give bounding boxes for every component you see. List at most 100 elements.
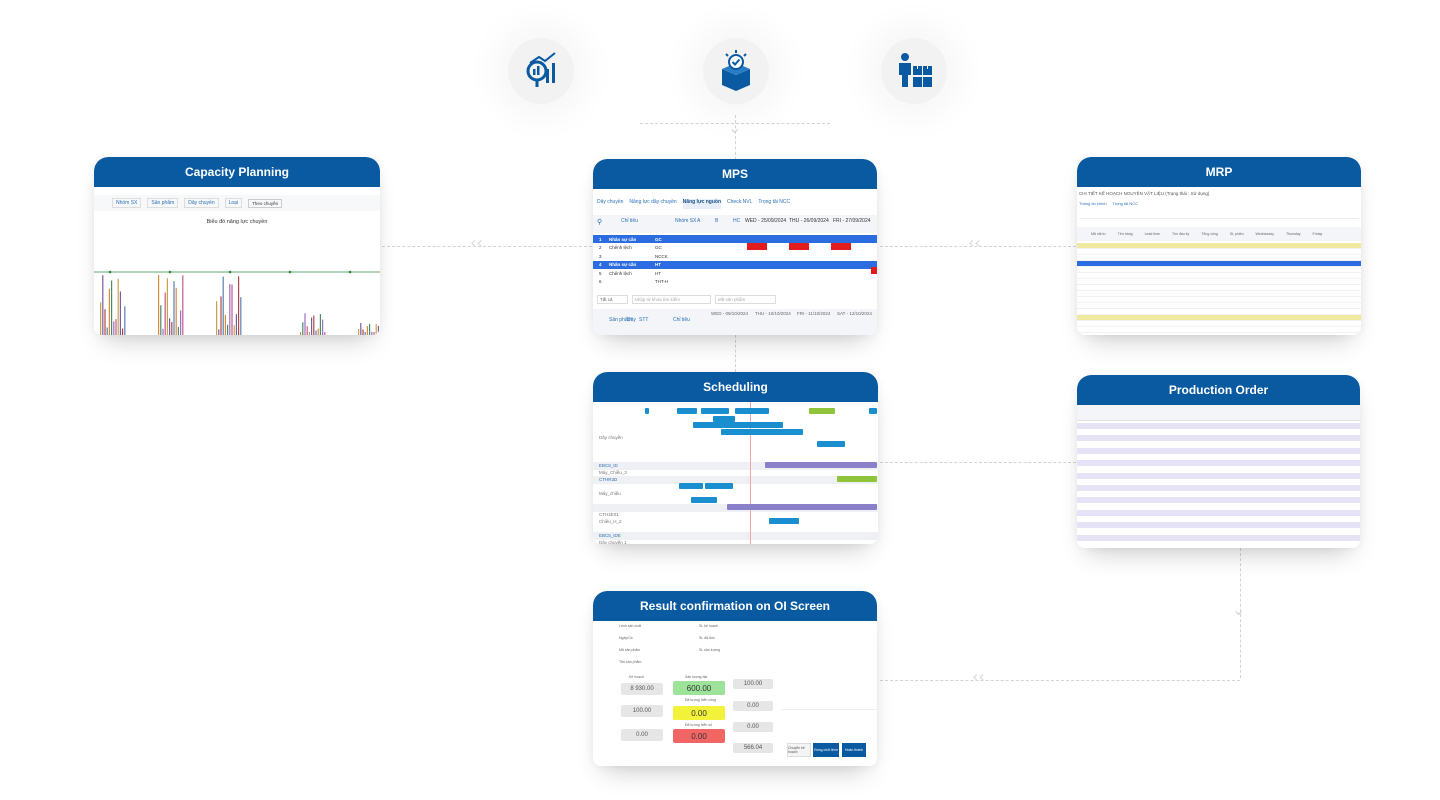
chart-bar: [108, 288, 110, 335]
gantt-bar[interactable]: [721, 429, 803, 435]
table-row[interactable]: [1077, 429, 1360, 435]
chart-bar: [124, 306, 126, 335]
table-row[interactable]: [1077, 285, 1361, 291]
chart-bar: [173, 281, 175, 335]
gantt-bar[interactable]: [769, 518, 799, 524]
type-select[interactable]: Theo chuyền: [248, 198, 283, 208]
chart-bar: [162, 328, 164, 335]
gantt-bar[interactable]: [645, 408, 649, 414]
tab[interactable]: Năng lực dây chuyền: [629, 199, 677, 205]
chart-bar: [311, 317, 313, 335]
gantt-bar[interactable]: [735, 408, 769, 414]
tab[interactable]: Trọng tải NCC: [758, 199, 791, 205]
table-row[interactable]: [1077, 516, 1360, 522]
gantt-bar[interactable]: [765, 462, 877, 468]
table-row[interactable]: [1077, 435, 1360, 442]
tab-active[interactable]: Năng lực nguồn: [682, 199, 722, 209]
table-row[interactable]: [1077, 291, 1361, 297]
table-row[interactable]: [1077, 522, 1360, 529]
table-row[interactable]: [1077, 454, 1360, 460]
table-row[interactable]: [1077, 279, 1361, 285]
table-row[interactable]: [1077, 327, 1361, 333]
table-row[interactable]: [1077, 261, 1361, 267]
tab[interactable]: Dây chuyền: [597, 199, 624, 205]
gantt-bar[interactable]: [679, 483, 703, 489]
chevron-left-icon: ‹‹: [968, 233, 981, 252]
mrp-card[interactable]: MRP CHI TIẾT KẾ HOẠCH NGUYÊN VẬT LIỆU (T…: [1077, 157, 1361, 335]
table-row[interactable]: [1077, 267, 1361, 273]
table-row[interactable]: [1077, 255, 1361, 261]
gantt-bar[interactable]: [677, 408, 697, 414]
table-row[interactable]: [1077, 472, 1360, 479]
table-row[interactable]: [1077, 273, 1361, 279]
table-row[interactable]: [1077, 297, 1361, 303]
gantt-row: CTH4E01: [599, 512, 619, 517]
filter-label[interactable]: Nhóm SX: [112, 198, 142, 208]
gantt-bar[interactable]: [869, 408, 877, 414]
transfer-plan-button[interactable]: Chuyển kế hoạch: [787, 743, 811, 757]
gantt-bar[interactable]: [727, 504, 877, 510]
search-icon[interactable]: ⚲: [597, 219, 603, 226]
chart-bar: [302, 322, 304, 335]
gantt-bar[interactable]: [693, 422, 783, 428]
table-row[interactable]: [1077, 309, 1361, 315]
table-row[interactable]: [1077, 479, 1360, 485]
mps-card[interactable]: MPS Dây chuyền Năng lực dây chuyền Năng …: [593, 159, 877, 335]
chevron-down-icon: ⌄: [1232, 600, 1246, 619]
table-row[interactable]: [1077, 485, 1360, 491]
gantt-bar[interactable]: [691, 497, 717, 503]
capacity-planning-card[interactable]: Capacity Planning Nhóm SX Sản phẩm Dây c…: [94, 157, 380, 335]
filter-label[interactable]: Loại: [224, 198, 243, 208]
gantt-row: EBC5_IDE: [593, 532, 878, 540]
table-row[interactable]: [1077, 315, 1361, 321]
gantt-bar[interactable]: [701, 408, 729, 414]
gantt-row: Chiều_H_2: [599, 519, 622, 524]
search-input[interactable]: Nhập từ khóa tìm kiếm: [631, 294, 712, 304]
table-row[interactable]: [1077, 534, 1360, 541]
product-input[interactable]: Mã sản phẩm: [715, 294, 777, 304]
table-row[interactable]: [1077, 497, 1360, 504]
table-row[interactable]: [1077, 423, 1360, 429]
mrp-subtitle: CHI TIẾT KẾ HOẠCH NGUYÊN VẬT LIỆU (Trạng…: [1079, 191, 1210, 196]
table-row[interactable]: [1077, 491, 1360, 497]
result-confirmation-card[interactable]: Result confirmation on OI Screen Lệnh sả…: [593, 591, 877, 766]
chart-bar: [373, 332, 375, 335]
table-row[interactable]: [1077, 243, 1361, 249]
filter-label[interactable]: Dây chuyền: [184, 198, 219, 208]
gantt-bar[interactable]: [809, 408, 835, 414]
filter-select[interactable]: Tất cả: [597, 294, 628, 304]
connector-po-result: [880, 680, 1240, 681]
table-row[interactable]: [1077, 460, 1360, 467]
gantt-bar[interactable]: [817, 441, 845, 447]
production-order-card[interactable]: Production Order: [1077, 375, 1360, 548]
table-row[interactable]: [1077, 303, 1361, 309]
mrp-tabs: Thông tin chính Trọng tải NCC: [1079, 201, 1138, 206]
table-row[interactable]: [1077, 321, 1361, 327]
gantt-bar[interactable]: [705, 483, 733, 489]
table-row[interactable]: [1077, 541, 1360, 547]
chart-bar: [366, 326, 368, 335]
filter-label[interactable]: Sản phẩm: [147, 198, 179, 208]
table-row[interactable]: [1077, 447, 1360, 454]
ratio-value-4: 566.04: [733, 743, 773, 753]
table-row[interactable]: [1077, 442, 1360, 448]
complete-button[interactable]: Hoàn thành: [842, 743, 866, 757]
tab[interactable]: Check NVL: [727, 199, 753, 205]
gantt-bar[interactable]: [713, 416, 735, 422]
table-row[interactable]: [1077, 504, 1360, 510]
table-row[interactable]: [1077, 466, 1360, 472]
table-row[interactable]: [1077, 249, 1361, 255]
table-row[interactable]: [1077, 509, 1360, 516]
chart-bar: [216, 301, 218, 335]
close-order-button[interactable]: Đóng chốt lệnh: [813, 743, 839, 757]
connector-po-down: [1240, 548, 1241, 678]
gantt-bar[interactable]: [837, 476, 877, 482]
table-row[interactable]: [1077, 528, 1360, 534]
